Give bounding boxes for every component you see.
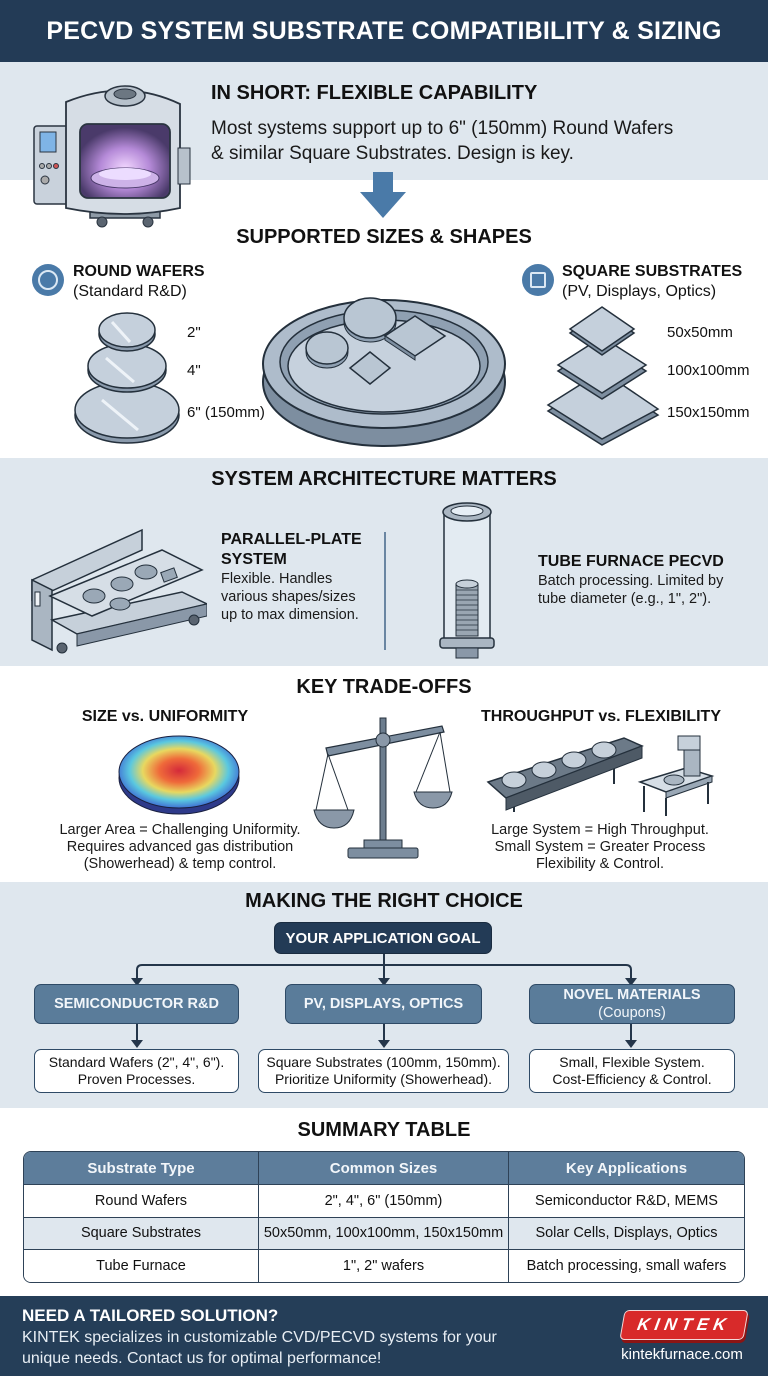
result-line-2: Prioritize Uniformity (Showerhead).: [274, 1071, 493, 1087]
result-line-2: Cost-Efficiency & Control.: [552, 1071, 712, 1087]
supported-sizes-title: SUPPORTED SIZES & SHAPES: [236, 226, 532, 248]
pecvd-chamber-icon: [33, 85, 191, 228]
square-substrates-heading: SQUARE SUBSTRATES (PV, Displays, Optics): [562, 262, 742, 302]
branch-label: PV, DISPLAYS, OPTICS: [303, 996, 464, 1012]
footer-title: NEED A TAILORED SOLUTION?: [22, 1306, 279, 1325]
square-size-100: 100x100mm: [667, 362, 750, 379]
column-header: Common Sizes: [259, 1152, 509, 1184]
square-substrates-subtitle: (PV, Displays, Optics): [562, 283, 717, 300]
parallel-plate-system-icon: [31, 528, 207, 654]
table-row: Square Substrates 50x50mm, 100x100mm, 15…: [24, 1216, 744, 1249]
round-wafers-heading: ROUND WAFERS (Standard R&D): [73, 262, 205, 302]
tube-furnace-block: TUBE FURNACE PECVD Batch processing. Lim…: [538, 552, 724, 608]
footer-description: KINTEK specializes in customizable CVD/P…: [22, 1327, 582, 1369]
result-line-1: Square Substrates (100mm, 150mm).: [266, 1054, 501, 1070]
in-short-description: Most systems support up to 6" (150mm) Ro…: [211, 116, 751, 166]
kintek-logo[interactable]: KINTEK: [619, 1310, 749, 1340]
size-body-line-1: Larger Area = Challenging Uniformity.: [59, 822, 301, 838]
page-header: PECVD SYSTEM SUBSTRATE COMPATIBILITY & S…: [0, 0, 768, 62]
table-cell: Tube Furnace: [24, 1249, 259, 1282]
square-substrates-label: SQUARE SUBSTRATES: [562, 263, 743, 280]
size-body-line-3: (Showerhead) & temp control.: [83, 856, 277, 872]
table-cell: Semiconductor R&D, MEMS: [509, 1184, 744, 1217]
right-choice-title: MAKING THE RIGHT CHOICE: [245, 890, 523, 912]
result-line-1: Small, Flexible System.: [559, 1054, 705, 1070]
parallel-plate-body-3: up to max dimension.: [221, 607, 359, 623]
balance-scale-icon: [313, 717, 453, 859]
table-row: Tube Furnace 1", 2" wafers Batch process…: [24, 1249, 744, 1282]
throughput-body-line-2: Small System = Greater Process: [494, 839, 706, 855]
branch-novel-materials: NOVEL MATERIALS (Coupons): [529, 984, 735, 1024]
square-icon: [522, 264, 554, 296]
parallel-plate-body-1: Flexible. Handles: [221, 571, 333, 587]
throughput-vs-flexibility-title: THROUGHPUT vs. FLEXIBILITY: [480, 708, 721, 725]
table-cell: 1", 2" wafers: [259, 1249, 509, 1282]
tube-furnace-body-1: Batch processing. Limited by: [538, 573, 724, 589]
website-link[interactable]: kintekfurnace.com: [621, 1346, 743, 1363]
in-short-line-1: Most systems support up to 6" (150mm) Ro…: [211, 118, 674, 139]
footer-line-2: unique needs. Contact us for optimal per…: [22, 1350, 382, 1367]
column-header: Substrate Type: [24, 1152, 259, 1184]
branch-pv-displays-optics: PV, DISPLAYS, OPTICS: [285, 984, 482, 1024]
in-short-line-2: & similar Square Substrates. Design is k…: [211, 143, 574, 164]
round-size-2in: 2": [187, 324, 201, 341]
down-arrow-icon: [360, 172, 406, 218]
branch-sublabel: (Coupons): [598, 1005, 666, 1021]
square-size-50: 50x50mm: [667, 324, 733, 341]
parallel-plate-body-2: various shapes/sizes: [221, 589, 356, 605]
branch-semiconductor-rd: SEMICONDUCTOR R&D: [34, 984, 239, 1024]
round-size-4in: 4": [187, 362, 201, 379]
table-row: Round Wafers 2", 4", 6" (150mm) Semicond…: [24, 1184, 744, 1217]
application-goal-box: YOUR APPLICATION GOAL: [274, 922, 492, 954]
throughput-body-line-1: Large System = High Throughput.: [491, 822, 709, 838]
circle-icon: [32, 264, 64, 296]
footer-line-1: KINTEK specializes in customizable CVD/P…: [22, 1329, 497, 1346]
size-body-line-2: Requires advanced gas distribution: [66, 839, 294, 855]
heat-map-disc-icon: [118, 735, 240, 815]
throughput-vs-flexibility-body: Large System = High Throughput. Small Sy…: [460, 822, 740, 873]
tube-furnace-title: TUBE FURNACE PECVD: [538, 553, 724, 570]
trade-offs-title: KEY TRADE-OFFS: [296, 676, 472, 698]
decision-tree-connectors: [131, 954, 637, 1048]
square-substrate-stack-icon: [546, 306, 660, 446]
table-cell: Square Substrates: [24, 1216, 259, 1249]
architecture-title: SYSTEM ARCHITECTURE MATTERS: [211, 468, 557, 490]
table-cell: 2", 4", 6" (150mm): [259, 1184, 509, 1217]
wafer-platen-icon: [262, 297, 506, 447]
result-pv-displays: Square Substrates (100mm, 150mm). Priori…: [258, 1049, 509, 1093]
architecture-divider: [384, 532, 386, 650]
round-size-6in: 6" (150mm): [187, 404, 265, 421]
page-title: PECVD SYSTEM SUBSTRATE COMPATIBILITY & S…: [46, 16, 722, 45]
parallel-plate-block: PARALLEL-PLATE SYSTEM Flexible. Handles …: [221, 530, 362, 624]
result-line-1: Standard Wafers (2", 4", 6").: [48, 1054, 225, 1070]
round-wafer-stack-icon: [74, 312, 180, 444]
table-cell: Batch processing, small wafers: [509, 1249, 744, 1282]
tube-furnace-icon: [439, 502, 495, 659]
column-header: Key Applications: [509, 1152, 744, 1184]
result-semiconductor: Standard Wafers (2", 4", 6"). Proven Pro…: [34, 1049, 239, 1093]
small-tool-icon: [637, 735, 715, 816]
square-size-150: 150x150mm: [667, 404, 750, 421]
round-wafers-subtitle: (Standard R&D): [73, 283, 187, 300]
table-cell: Round Wafers: [24, 1184, 259, 1217]
round-wafers-label: ROUND WAFERS: [73, 263, 205, 280]
conveyor-icon: [486, 737, 644, 812]
branch-label: NOVEL MATERIALS: [563, 987, 701, 1003]
in-short-title: IN SHORT: FLEXIBLE CAPABILITY: [211, 82, 538, 104]
parallel-plate-title-1: PARALLEL-PLATE: [221, 531, 362, 548]
parallel-plate-title-2: SYSTEM: [221, 551, 287, 568]
table-cell: 50x50mm, 100x100mm, 150x150mm: [259, 1216, 509, 1249]
size-vs-uniformity-body: Larger Area = Challenging Uniformity. Re…: [30, 822, 330, 873]
tube-furnace-body-2: tube diameter (e.g., 1", 2").: [538, 591, 712, 607]
branch-label: SEMICONDUCTOR R&D: [54, 996, 219, 1012]
table-header-row: Substrate Type Common Sizes Key Applicat…: [24, 1152, 744, 1184]
result-line-2: Proven Processes.: [77, 1071, 196, 1087]
summary-title: SUMMARY TABLE: [297, 1119, 471, 1141]
table-cell: Solar Cells, Displays, Optics: [509, 1216, 744, 1249]
throughput-body-line-3: Flexibility & Control.: [535, 856, 665, 872]
result-novel-materials: Small, Flexible System. Cost-Efficiency …: [529, 1049, 735, 1093]
summary-table: Substrate Type Common Sizes Key Applicat…: [23, 1151, 745, 1283]
size-vs-uniformity-title: SIZE vs. UNIFORMITY: [81, 708, 249, 725]
